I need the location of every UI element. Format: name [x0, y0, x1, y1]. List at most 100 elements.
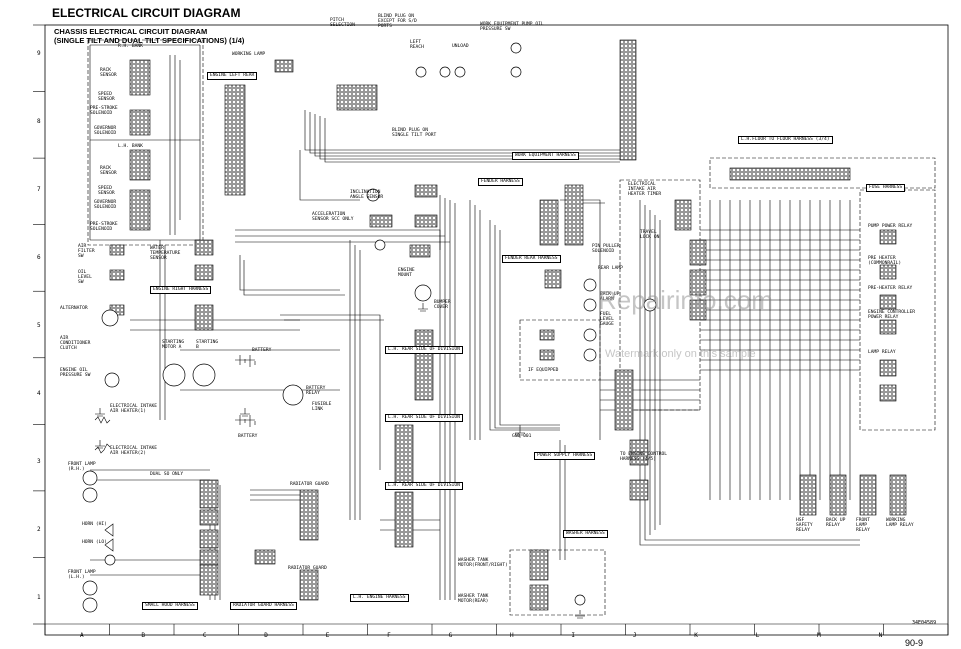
label-rack-sensor-1: RACK SENSOR — [100, 68, 117, 78]
diagram-subtitle: CHASSIS ELECTRICAL CIRCUIT DIAGRAM (SING… — [54, 27, 244, 45]
column-marker-n: N — [878, 632, 883, 639]
column-marker-m: M — [817, 632, 821, 639]
label-fusible-link: FUSIBLE LINK — [312, 402, 332, 412]
label-back-up-alarm: BACK UP ALARM — [600, 292, 620, 302]
label-bank-l: L.H. BANK — [118, 144, 143, 149]
row-marker-2: 2 — [37, 526, 41, 533]
column-marker-l: L — [755, 632, 760, 639]
harness-engine-left-rear: ENGINE LEFT REAR — [207, 72, 258, 80]
subtitle-line-2: (SINGLE TILT AND DUAL TILT SPECIFICATION… — [54, 36, 245, 45]
label-battery-relay: BATTERY RELAY — [306, 386, 326, 396]
label-washer-tank-rf: WASHER TANK MOTOR(FRONT/RIGHT) — [458, 558, 508, 568]
column-marker-d: D — [264, 632, 268, 639]
label-electrical-timer: ELECTRICAL INTAKE AIR HEATER TIMER — [628, 182, 662, 197]
harness-washer: WASHER HARNESS — [563, 530, 608, 538]
label-washer-tank-rear: WASHER TANK MOTOR(REAR) — [458, 594, 489, 604]
label-pin-puller: PIN PULLER SOLENOID — [592, 244, 620, 254]
harness-fender: FENDER HARNESS — [478, 178, 523, 186]
label-back-up-relay: BACK UP RELAY — [826, 518, 846, 528]
harness-small-hood: SMALL HOOD HARNESS — [142, 602, 198, 610]
label-bumper-cover: BUMPER COVER — [434, 300, 451, 310]
label-horn-lo: HORN (LO) — [82, 540, 107, 545]
column-ticks — [44, 624, 949, 635]
harness-lh-engine: L.H. ENGINE HARNESS — [350, 594, 409, 602]
page-title: ELECTRICAL CIRCUIT DIAGRAM — [52, 6, 241, 20]
label-horn-hi: HORN (HI) — [82, 522, 107, 527]
label-hsf-relay: HSF SAFETY RELAY — [796, 518, 813, 533]
label-travel-lockon: TRAVEL LOCK ON — [640, 230, 660, 240]
harness-fuse: FUSE HARNESS — [866, 184, 906, 192]
column-marker-i: I — [571, 632, 576, 639]
label-pre-heater: PRE HEATER (COMMONRAIL) — [868, 256, 902, 266]
label-pitch-selection: PITCH SELECTION — [330, 18, 355, 28]
label-fuel-level: FUEL LEVEL GAUGE — [600, 312, 614, 327]
label-to-engine-control: TO ENGINE CONTROL HARNESS (4/5) — [620, 452, 668, 462]
row-marker-1: 1 — [37, 594, 41, 601]
row-marker-6: 6 — [37, 254, 41, 261]
label-speed-sensor-2: SPEED SENSOR — [98, 186, 115, 196]
column-marker-c: C — [202, 632, 207, 639]
column-marker-f: F — [387, 632, 391, 639]
connector-blocks — [109, 39, 907, 611]
label-engine-mount: ENGINE MOUNT — [398, 268, 415, 278]
label-accel-sensor: ACCELERATION SENSOR SCC ONLY — [312, 212, 354, 222]
label-working-lamp: WORKING LAMP — [232, 52, 266, 57]
label-bank-r: R.H. BANK — [118, 44, 143, 49]
round-components — [82, 42, 657, 613]
label-pump-power-relay: PUMP POWER RELAY — [868, 224, 913, 229]
label-preheat-relay: PRE-HEATER RELAY — [868, 286, 913, 291]
label-dual-so-only: DUAL SO ONLY — [150, 472, 184, 477]
label-governor-1: GOVERNOR SOLENOID — [94, 126, 117, 136]
column-marker-a: A — [80, 632, 84, 639]
row-marker-5: 5 — [37, 322, 41, 329]
label-water-temp: WATER TEMPERATURE SENSOR — [150, 246, 181, 261]
label-governor-2: GOVERNOR SOLENOID — [94, 200, 117, 210]
label-heater-2: ELECTRICAL INTAKE AIR HEATER(2) — [110, 446, 158, 456]
harness-lh-rear-division-3: L.H. REAR SIDE OF DIVISION — [385, 482, 463, 490]
column-marker-g: G — [448, 632, 453, 639]
label-heater-1: ELECTRICAL INTAKE AIR HEATER(1) — [110, 404, 158, 414]
label-rear-lamp: REAR LAMP — [598, 266, 623, 271]
label-working-lamp-relay: WORKING LAMP RELAY — [886, 518, 914, 528]
harness-lh-rear-division-2: L.H. REAR SIDE OF DIVISION — [385, 414, 463, 422]
watermark-note: Watermark only on this sample — [605, 348, 756, 360]
label-work-pump-oil: WORK EQUIPMENT PUMP OIL PRESSURE SW — [480, 22, 544, 32]
subtitle-line-1: CHASSIS ELECTRICAL CIRCUIT DIAGRAM — [54, 27, 208, 36]
row-marker-3: 3 — [37, 458, 41, 465]
label-air-filter: AIR FILTER SW — [78, 244, 95, 259]
label-unload: UNLOAD — [452, 44, 469, 49]
label-front-lamp-lh: FRONT LAMP (L.H.) — [68, 570, 96, 580]
row-marker-8: 8 — [37, 118, 41, 125]
label-prestroke-1: PRE-STROKE SOLENOID — [90, 106, 118, 116]
label-alternator: ALTERNATOR — [60, 306, 88, 311]
row-marker-9: 9 — [37, 50, 41, 57]
label-battery-2: BATTERY — [238, 434, 258, 439]
label-rack-sensor-2: RACK SENSOR — [100, 166, 117, 176]
label-left-reach: LEFT REACH — [410, 40, 424, 50]
row-ticks — [33, 24, 45, 625]
label-inclination-sensor: INCLINATION ANGLE SENSOR — [350, 190, 384, 200]
harness-lh-rear-division-1: L.H. REAR SIDE OF DIVISION — [385, 346, 463, 354]
label-oil-level: OIL LEVEL SW — [78, 270, 92, 285]
column-marker-j: J — [632, 632, 637, 639]
label-engine-controller-relay: ENGINE CONTROLLER POWER RELAY — [868, 310, 916, 320]
drawing-code: 34E04589 — [912, 620, 937, 626]
ground-symbols — [94, 303, 585, 619]
harness-lh-floor: L.H.FLOOR TO FLOOR HARNESS (3/4) — [738, 136, 833, 144]
label-air-con-clutch: AIR CONDITIONER CLUTCH — [60, 336, 91, 351]
column-marker-b: B — [141, 632, 146, 639]
harness-fender-rear: FENDER REAR HARNESS — [502, 255, 561, 263]
watermark: Repairinfo.com — [598, 285, 773, 315]
label-starting-motor-b: STARTING B — [196, 340, 219, 350]
label-prestroke-2: PRE-STROKE SOLENOID — [90, 222, 118, 232]
label-blind-plug-2: BLIND PLUG ON SINGLE TILT PORT — [392, 128, 437, 138]
page-number: 90-9 — [905, 638, 924, 648]
label-front-lamp-rh: FRONT LAMP (R.H.) — [68, 462, 96, 472]
harness-engine-right: ENGINE RIGHT HARNESS — [150, 286, 212, 294]
label-battery-1: BATTERY — [252, 348, 272, 353]
harness-power-supply: POWER SUPPLY HARNESS — [534, 452, 596, 460]
harness-work-equipment: WORK EQUIPMENT HARNESS — [512, 152, 579, 160]
label-if-equipped: IF EQUIPPED — [528, 368, 559, 373]
column-marker-h: H — [510, 632, 514, 639]
